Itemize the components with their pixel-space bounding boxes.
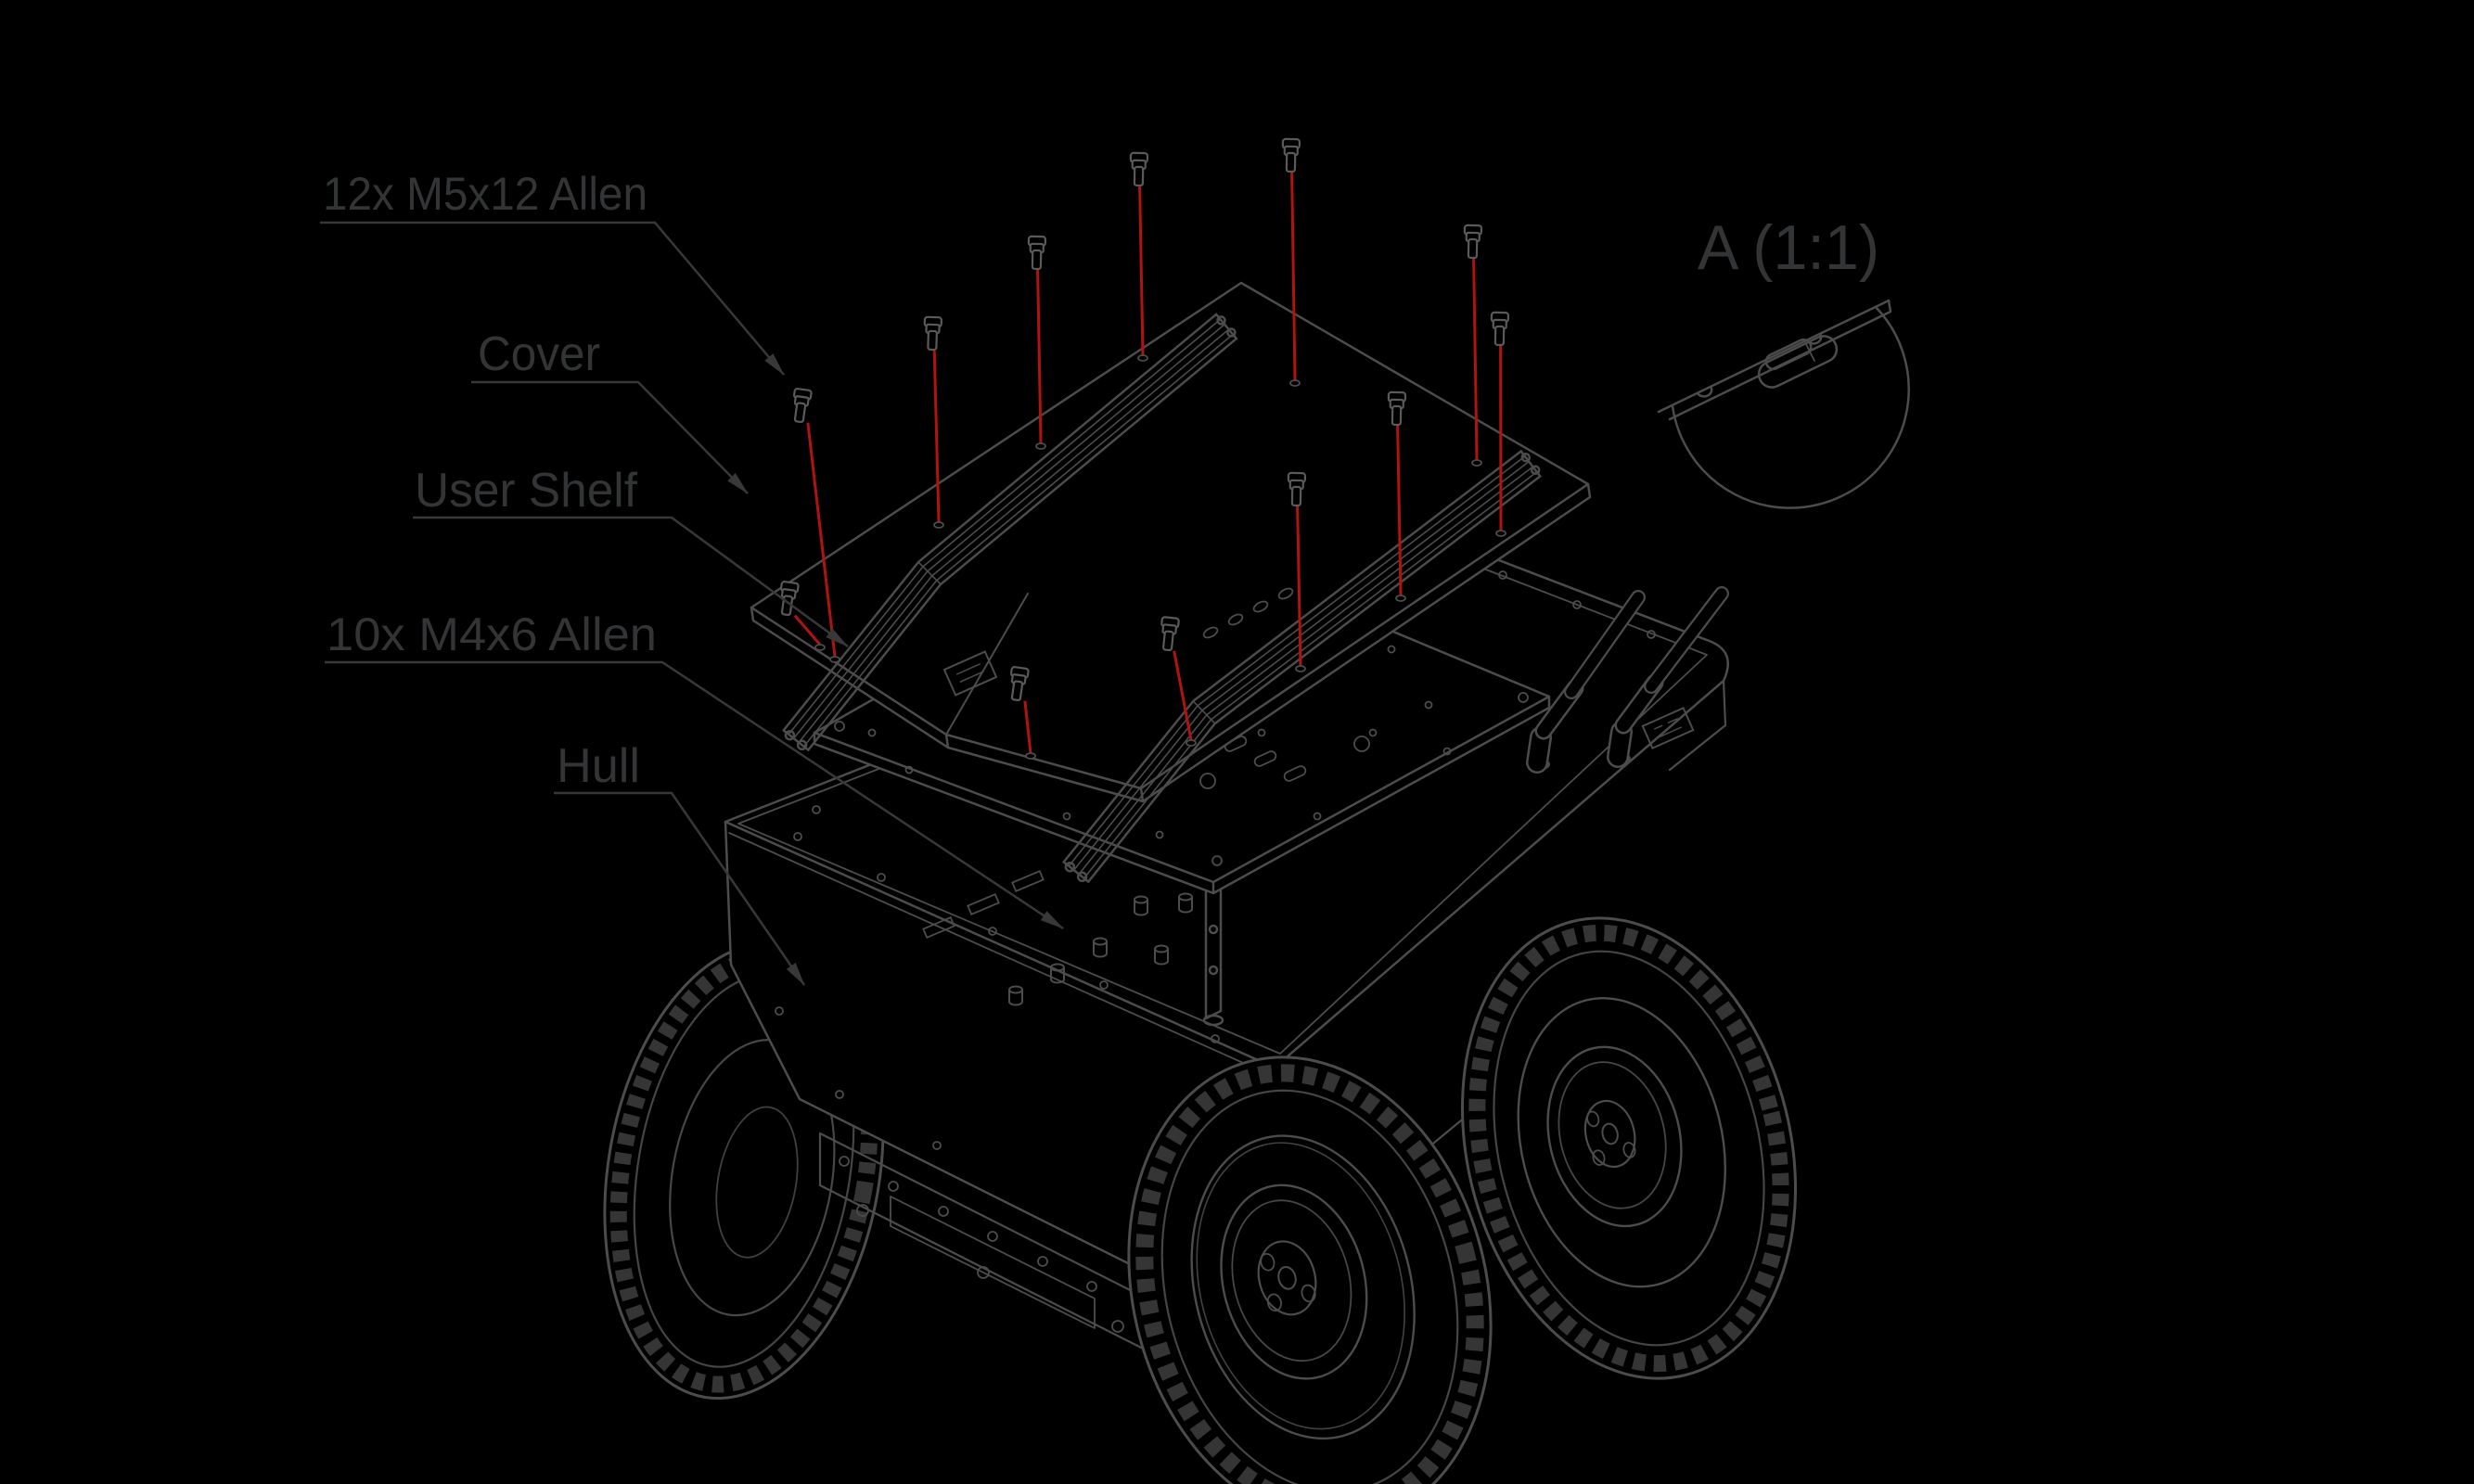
screw-axis-line [1296, 505, 1302, 667]
wheel-front-right [1127, 1055, 1493, 1484]
screw-hole [1289, 379, 1301, 387]
detail-slot-cutout [1757, 335, 1839, 389]
screw-hole [1495, 530, 1506, 537]
screw-axis-line [1036, 269, 1043, 444]
antenna-left [1526, 590, 1646, 774]
callout-texts: 12x M5x12 Allen Cover User Shelf 10x M4x… [323, 168, 657, 793]
detail-boundary-arc [1671, 305, 1910, 509]
screw-axis-line [1396, 425, 1403, 596]
screw-axis-line [1472, 258, 1479, 461]
allen-screw [1281, 137, 1301, 173]
screw-hole [1137, 354, 1148, 362]
label-user-shelf: User Shelf [415, 464, 638, 518]
screw-hole [1295, 665, 1306, 672]
screw-hole [1471, 459, 1482, 467]
leader-user-shelf [413, 516, 849, 648]
allen-screw [1129, 151, 1149, 187]
shelf-support-bracket [1202, 884, 1224, 1027]
detail-view-title: A (1:1) [1698, 212, 1879, 283]
screw-axis-line [806, 422, 837, 658]
cover-warning-sticker [942, 650, 998, 697]
label-screws-shelf: 10x M4x6 Allen [327, 608, 657, 660]
screw-hole [1186, 739, 1197, 747]
leader-screws-shelf [325, 660, 1064, 930]
allen-screw [789, 387, 814, 425]
label-cover: Cover [478, 327, 600, 381]
cover-screws-group [776, 137, 1510, 760]
screw-axis-line [1173, 650, 1193, 741]
antenna-right [1607, 586, 1729, 768]
allen-screw [1027, 235, 1047, 271]
leader-cover [471, 380, 749, 494]
callout-labels [320, 221, 1064, 986]
screw-axis-line [793, 614, 822, 646]
leader-hull [554, 791, 806, 986]
label-hull: Hull [557, 739, 640, 793]
cover-rail-rear [782, 313, 1238, 751]
leader-screws-cover [320, 221, 785, 376]
screw-hole [814, 644, 826, 651]
cover [750, 281, 1592, 883]
cover-slot-holes [1202, 587, 1294, 639]
cover-rail-front [1062, 450, 1542, 883]
hull-bumper-holes [839, 1156, 1124, 1333]
screw-hole [1025, 752, 1036, 760]
allen-screw [922, 315, 943, 352]
screw-hole [829, 656, 840, 663]
screw-axis-line [1290, 172, 1297, 381]
screw-hole [1035, 442, 1046, 450]
detail-view-a: A (1:1) [1657, 212, 1910, 509]
screw-axis-line [1138, 186, 1145, 356]
screw-hole [933, 521, 944, 529]
screw-axis-line [932, 350, 941, 523]
label-screws-cover: 12x M5x12 Allen [323, 168, 647, 220]
screw-hole [1395, 595, 1406, 602]
allen-screw [1490, 311, 1510, 347]
screw-axis-line [1023, 700, 1032, 754]
detail-plate-edge [1657, 299, 1892, 421]
wheel-rear-right [1460, 916, 1798, 1380]
hull-brand-sticker [1641, 707, 1695, 749]
allen-screw [1463, 224, 1483, 260]
